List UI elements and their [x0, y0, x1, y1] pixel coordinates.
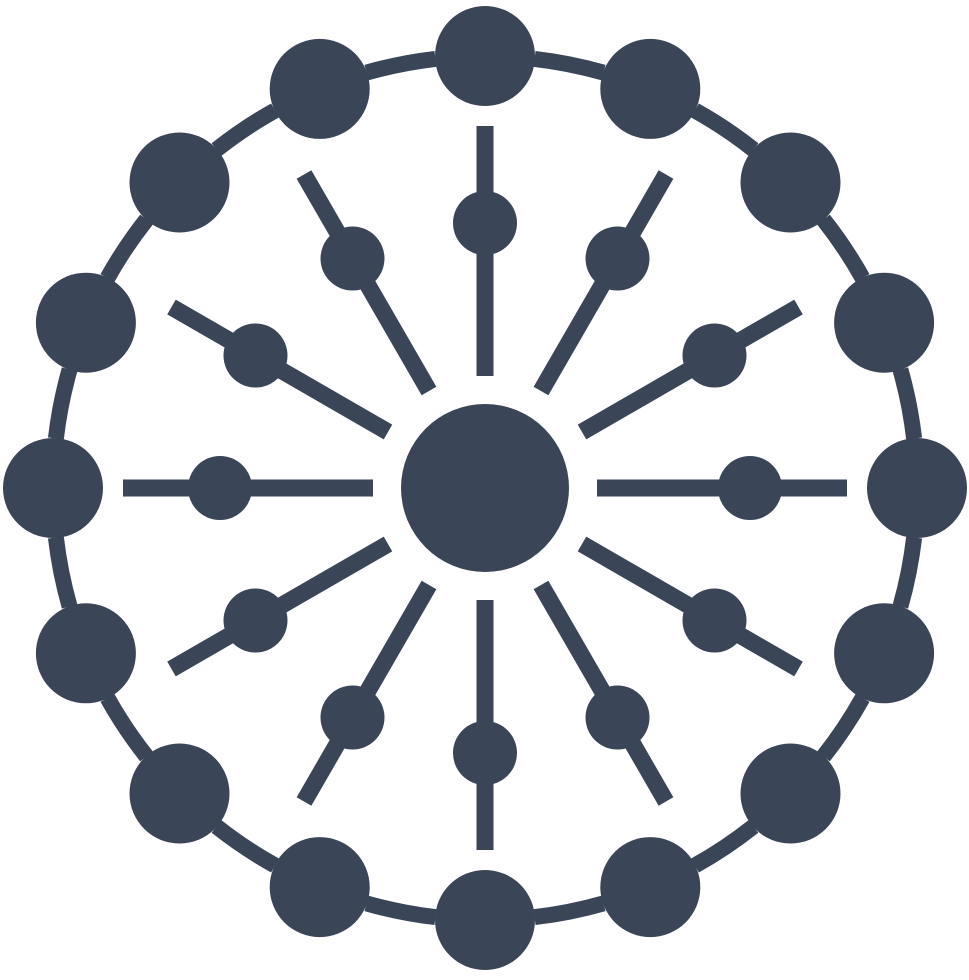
ring-dash	[47, 536, 78, 609]
ring-dash	[100, 694, 153, 762]
outer-node	[867, 438, 967, 538]
spoke-bead	[320, 685, 385, 750]
outer-ring	[47, 50, 923, 926]
ring-dash	[691, 103, 759, 156]
ring-dash	[892, 536, 923, 609]
spoke-bead	[718, 456, 782, 520]
spoke-bead	[453, 721, 517, 785]
outer-nodes	[3, 6, 967, 970]
ring-dash	[892, 367, 923, 440]
ring-dash	[47, 367, 78, 440]
ring-dash	[211, 103, 279, 156]
ring-dash	[364, 50, 437, 81]
outer-node	[269, 38, 370, 139]
outer-node	[600, 38, 701, 139]
ring-dash	[533, 50, 606, 81]
spokes	[123, 126, 847, 850]
spoke-bead	[585, 226, 650, 291]
ring-dash	[364, 895, 437, 926]
outer-node	[600, 837, 701, 938]
outer-node	[435, 6, 535, 106]
ring-dash	[211, 820, 279, 873]
outer-node	[35, 603, 136, 704]
hub-circle	[401, 404, 569, 572]
outer-node	[35, 272, 136, 373]
ring-dash	[100, 214, 153, 282]
outer-node	[834, 603, 935, 704]
spoke-bead	[682, 323, 747, 388]
outer-node	[740, 743, 841, 844]
outer-node	[435, 870, 535, 970]
spoke-bead	[453, 191, 517, 255]
spoke-bead	[585, 685, 650, 750]
spoke-bead	[223, 588, 288, 653]
outer-node	[834, 272, 935, 373]
ring-dash	[817, 694, 870, 762]
ring-dash	[691, 820, 759, 873]
hub	[401, 404, 569, 572]
spoke-bead	[223, 323, 288, 388]
spoke-bead	[682, 588, 747, 653]
spoke-bead	[320, 226, 385, 291]
outer-node	[269, 837, 370, 938]
ring-dash	[817, 214, 870, 282]
ring-dash	[533, 895, 606, 926]
spoke-bead	[188, 456, 252, 520]
outer-node	[129, 132, 230, 233]
outer-node	[129, 743, 230, 844]
outer-node	[3, 438, 103, 538]
outer-node	[740, 132, 841, 233]
